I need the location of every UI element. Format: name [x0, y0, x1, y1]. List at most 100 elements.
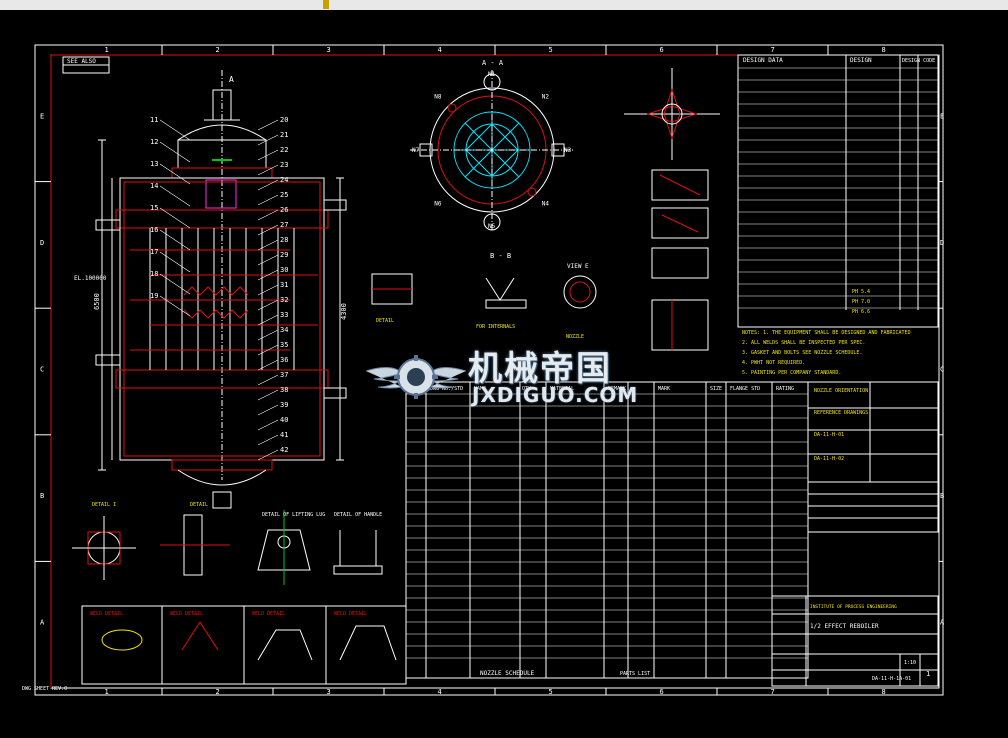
plan-nozzle-mark: N8	[434, 93, 442, 100]
balloon-number: 24	[280, 176, 288, 184]
parts-header-cell: DWG NO./STD	[430, 386, 463, 392]
nozzle-schedule-title: NOZZLE SCHEDULE	[480, 670, 535, 677]
zone-col-label-bottom: 3	[327, 688, 331, 696]
svg-text:PH 5.4: PH 5.4	[852, 289, 870, 295]
svg-text:DA-11-H-02: DA-11-H-02	[814, 456, 844, 462]
svg-text:WELD DETAIL: WELD DETAIL	[252, 611, 285, 617]
design-data-table	[737, 54, 939, 328]
parts-list-rows	[406, 393, 808, 659]
balloon-number: 16	[150, 226, 158, 234]
section-yellow-labels: DETAIL FOR INTERNALS NOZZLE	[376, 318, 584, 340]
elevation-el-label: EL.100000	[74, 275, 107, 282]
balloon-number: 33	[280, 311, 288, 319]
zone-ticks	[35, 45, 943, 695]
title-block-company: INSTITUTE OF PROCESS ENGINEERING	[810, 604, 897, 610]
zone-row-label-left: D	[40, 239, 44, 247]
balloon-leader	[257, 164, 279, 176]
detail-handle-title: DETAIL OF HANDLE	[334, 512, 382, 518]
balloon-leader	[257, 344, 279, 356]
detail-lifting-title: DETAIL OF LIFTING LUG	[262, 512, 325, 518]
plan-nozzle-mark: N3	[564, 147, 572, 154]
bottom-detail-yellow-titles: DETAIL I DETAIL	[92, 502, 208, 508]
balloon-leader	[257, 224, 279, 236]
balloon-leader	[257, 404, 279, 416]
balloon-number: 30	[280, 266, 288, 274]
balloon-leader	[257, 239, 279, 251]
parts-header-cell: QTY	[522, 386, 531, 392]
balloon-leader	[257, 419, 279, 431]
title-block	[771, 595, 939, 687]
balloon-number: 34	[280, 326, 288, 334]
title-block-sheet: 1	[926, 670, 930, 678]
balloon-number: 29	[280, 251, 288, 259]
svg-text:DETAIL: DETAIL	[190, 502, 208, 508]
balloon-leader	[257, 314, 279, 326]
design-data-rows	[738, 67, 938, 309]
zone-row-label-left: E	[40, 112, 44, 120]
zone-row-label-right: C	[940, 366, 944, 374]
svg-text:DETAIL I: DETAIL I	[92, 502, 116, 508]
parts-list-footer-title: PARTS LIST	[620, 671, 650, 677]
balloon-number: 41	[280, 431, 288, 439]
balloon-leader	[159, 251, 191, 273]
balloon-number: 12	[150, 138, 158, 146]
gear-wings-logo-icon	[365, 355, 467, 399]
zone-col-label-top: 2	[216, 46, 220, 54]
balloon-number: 36	[280, 356, 288, 364]
zone-col-label-top: 8	[882, 46, 886, 54]
balloon-number: 40	[280, 416, 288, 424]
balloon-leader	[159, 141, 191, 163]
plan-nozzle-mark: N7	[412, 147, 420, 154]
balloon-leader	[257, 374, 279, 386]
balloon-number: 39	[280, 401, 288, 409]
section-bb-detail	[371, 273, 597, 309]
nozzle-header-cell: FLANGE STD	[730, 386, 760, 392]
balloon-number: 21	[280, 131, 288, 139]
zone-col-label-bottom: 6	[660, 688, 664, 696]
balloon-leader	[257, 329, 279, 341]
balloon-leader	[257, 389, 279, 401]
balloon-number: 27	[280, 221, 288, 229]
design-yellow-notes: NOTES: 1. THE EQUIPMENT SHALL BE DESIGNE…	[742, 330, 911, 376]
svg-text:NOZZLE ORIENTATION: NOZZLE ORIENTATION	[814, 388, 868, 394]
balloon-leader	[257, 134, 279, 146]
welding-labels: WELD DETAIL WELD DETAIL WELD DETAIL WELD…	[90, 611, 367, 617]
balloon-number: 35	[280, 341, 288, 349]
watermark: 机械帝国 JXDIGUO.COM	[362, 341, 652, 411]
design-data-header-1: DESIGN	[850, 57, 872, 64]
plan-view-aa	[410, 70, 574, 232]
balloon-number: 17	[150, 248, 158, 256]
balloon-leader	[159, 185, 191, 207]
revision-yellow-labels: NOZZLE ORIENTATION REFERENCE DRAWINGS DA…	[814, 388, 868, 462]
balloon-number: 18	[150, 270, 158, 278]
elevation-dim-side: 4300	[340, 303, 348, 320]
balloon-number: 38	[280, 386, 288, 394]
item-balloons: 1112131415161718192021222324252627282930…	[150, 116, 288, 461]
zone-col-label-bottom: 5	[549, 688, 553, 696]
svg-text:NOTES: 1. THE EQUIPMENT SHALL: NOTES: 1. THE EQUIPMENT SHALL BE DESIGNE…	[742, 330, 911, 336]
zone-row-label-right: A	[940, 619, 945, 627]
zone-row-label-right: D	[940, 239, 944, 247]
zone-row-label-left: A	[40, 619, 45, 627]
balloon-leader	[257, 434, 279, 446]
watermark-cn-text: 机械帝国	[468, 349, 612, 389]
svg-text:DA-11-H-01: DA-11-H-01	[814, 432, 844, 438]
section-bb-title: B - B	[490, 252, 511, 260]
parts-header-cell: REMARK	[608, 386, 626, 392]
plan-nozzle-mark: N1	[488, 71, 496, 78]
svg-text:3. GASKET AND BOLTS SEE NOZZLE: 3. GASKET AND BOLTS SEE NOZZLE SCHEDULE.	[742, 350, 862, 356]
balloon-leader	[159, 229, 191, 251]
balloon-number: 14	[150, 182, 158, 190]
toolbar-marker	[323, 0, 329, 9]
svg-text:2. ALL WELDS SHALL BE INSPECTE: 2. ALL WELDS SHALL BE INSPECTED PER SPEC…	[742, 340, 865, 346]
balloon-number: 23	[280, 161, 288, 169]
zone-row-label-left: B	[40, 492, 44, 500]
balloon-number: 22	[280, 146, 288, 154]
balloon-number: 19	[150, 292, 158, 300]
balloon-number: 15	[150, 204, 158, 212]
balloon-number: 25	[280, 191, 288, 199]
